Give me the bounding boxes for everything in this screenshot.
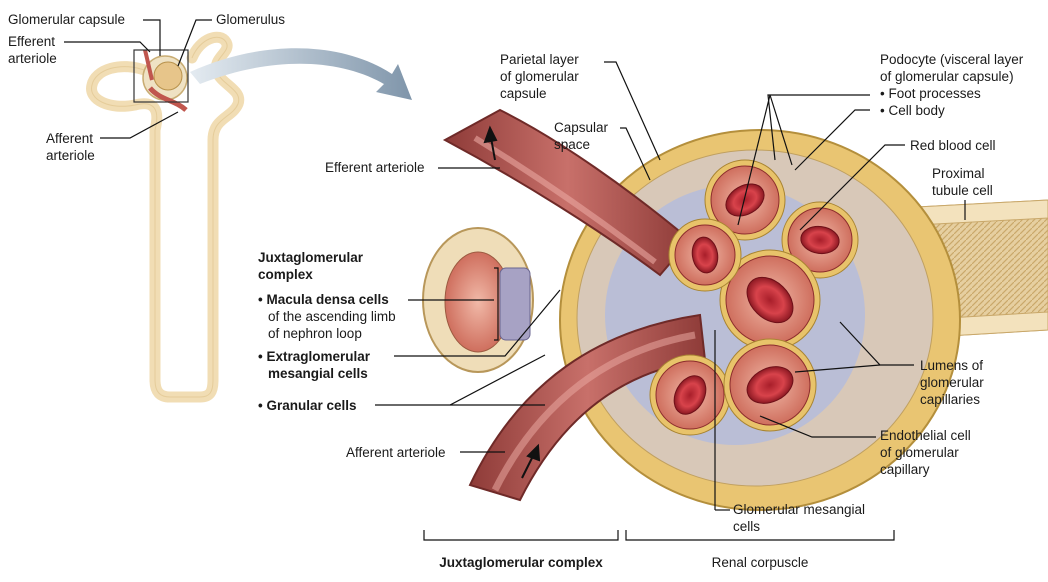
glomerular-capillaries [649, 159, 859, 436]
label-proximal-tubule-1: Proximal [932, 166, 985, 181]
macula-densa [499, 267, 531, 341]
label-glomerulus: Glomerulus [216, 12, 285, 27]
label-proximal-tubule-2: tubule cell [932, 183, 993, 198]
label-endothelial-2: of glomerular [880, 445, 959, 460]
label-glomerular-mesangial-1: Glomerular mesangial [733, 502, 865, 517]
label-endothelial-1: Endothelial cell [880, 428, 971, 443]
label-cell-body: • Cell body [880, 103, 945, 118]
label-endothelial-3: capillary [880, 462, 930, 477]
label-lumens-1: Lumens of [920, 358, 983, 373]
label-efferent-arteriole-small-1: Efferent [8, 34, 55, 49]
label-capsular-space-2: space [554, 137, 590, 152]
label-afferent-arteriole-small-1: Afferent [46, 131, 93, 146]
label-macula-densa-sub-2: of nephron loop [268, 326, 362, 341]
label-jg-complex-2: complex [258, 267, 313, 282]
label-afferent-arteriole: Afferent arteriole [346, 445, 446, 460]
flow-arrows [483, 125, 541, 479]
label-efferent-arteriole-small-2: arteriole [8, 51, 57, 66]
label-macula-densa: • Macula densa cells [258, 292, 389, 307]
leader-lines [64, 19, 966, 541]
red-blood-cell [746, 276, 794, 324]
label-capsular-space-1: Capsular [554, 120, 609, 135]
label-jg-complex-1: Juxtaglomerular [258, 250, 364, 265]
label-parietal-layer-3: capsule [500, 86, 547, 101]
label-granular-cells: • Granular cells [258, 398, 357, 413]
label-jg-complex-bottom: Juxtaglomerular complex [439, 555, 603, 570]
label-glomerular-mesangial-2: cells [733, 519, 760, 534]
label-parietal-layer-2: of glomerular [500, 69, 579, 84]
label-red-blood-cell: Red blood cell [910, 138, 996, 153]
nephron-overview [86, 31, 245, 403]
efferent-arteriole-small [143, 49, 154, 81]
red-blood-cell [673, 375, 707, 415]
label-lumens-2: glomerular [920, 375, 984, 390]
label-renal-corpuscle: Renal corpuscle [712, 555, 809, 570]
label-podocyte-1: Podocyte (visceral layer [880, 52, 1024, 67]
red-blood-cell [691, 236, 719, 274]
label-foot-processes: • Foot processes [880, 86, 981, 101]
label-glomerular-capsule: Glomerular capsule [8, 12, 125, 27]
red-blood-cell [725, 183, 765, 217]
afferent-arteriole-small [148, 86, 188, 112]
red-blood-cell [746, 366, 794, 404]
red-blood-cell [800, 225, 840, 255]
label-parietal-layer-1: Parietal layer [500, 52, 579, 67]
label-macula-densa-sub-1: of the ascending limb [268, 309, 396, 324]
label-efferent-arteriole: Efferent arteriole [325, 160, 425, 175]
label-extraglomerular-1: • Extraglomerular [258, 349, 371, 364]
label-extraglomerular-2: mesangial cells [268, 366, 368, 381]
zoom-box [133, 49, 189, 103]
glomerulus-small [153, 61, 183, 91]
label-afferent-arteriole-small-2: arteriole [46, 148, 95, 163]
label-podocyte-2: of glomerular capsule) [880, 69, 1014, 84]
zoom-arrow [190, 48, 412, 100]
afferent-arteriole-large [468, 313, 707, 502]
label-lumens-3: capillaries [920, 392, 980, 407]
